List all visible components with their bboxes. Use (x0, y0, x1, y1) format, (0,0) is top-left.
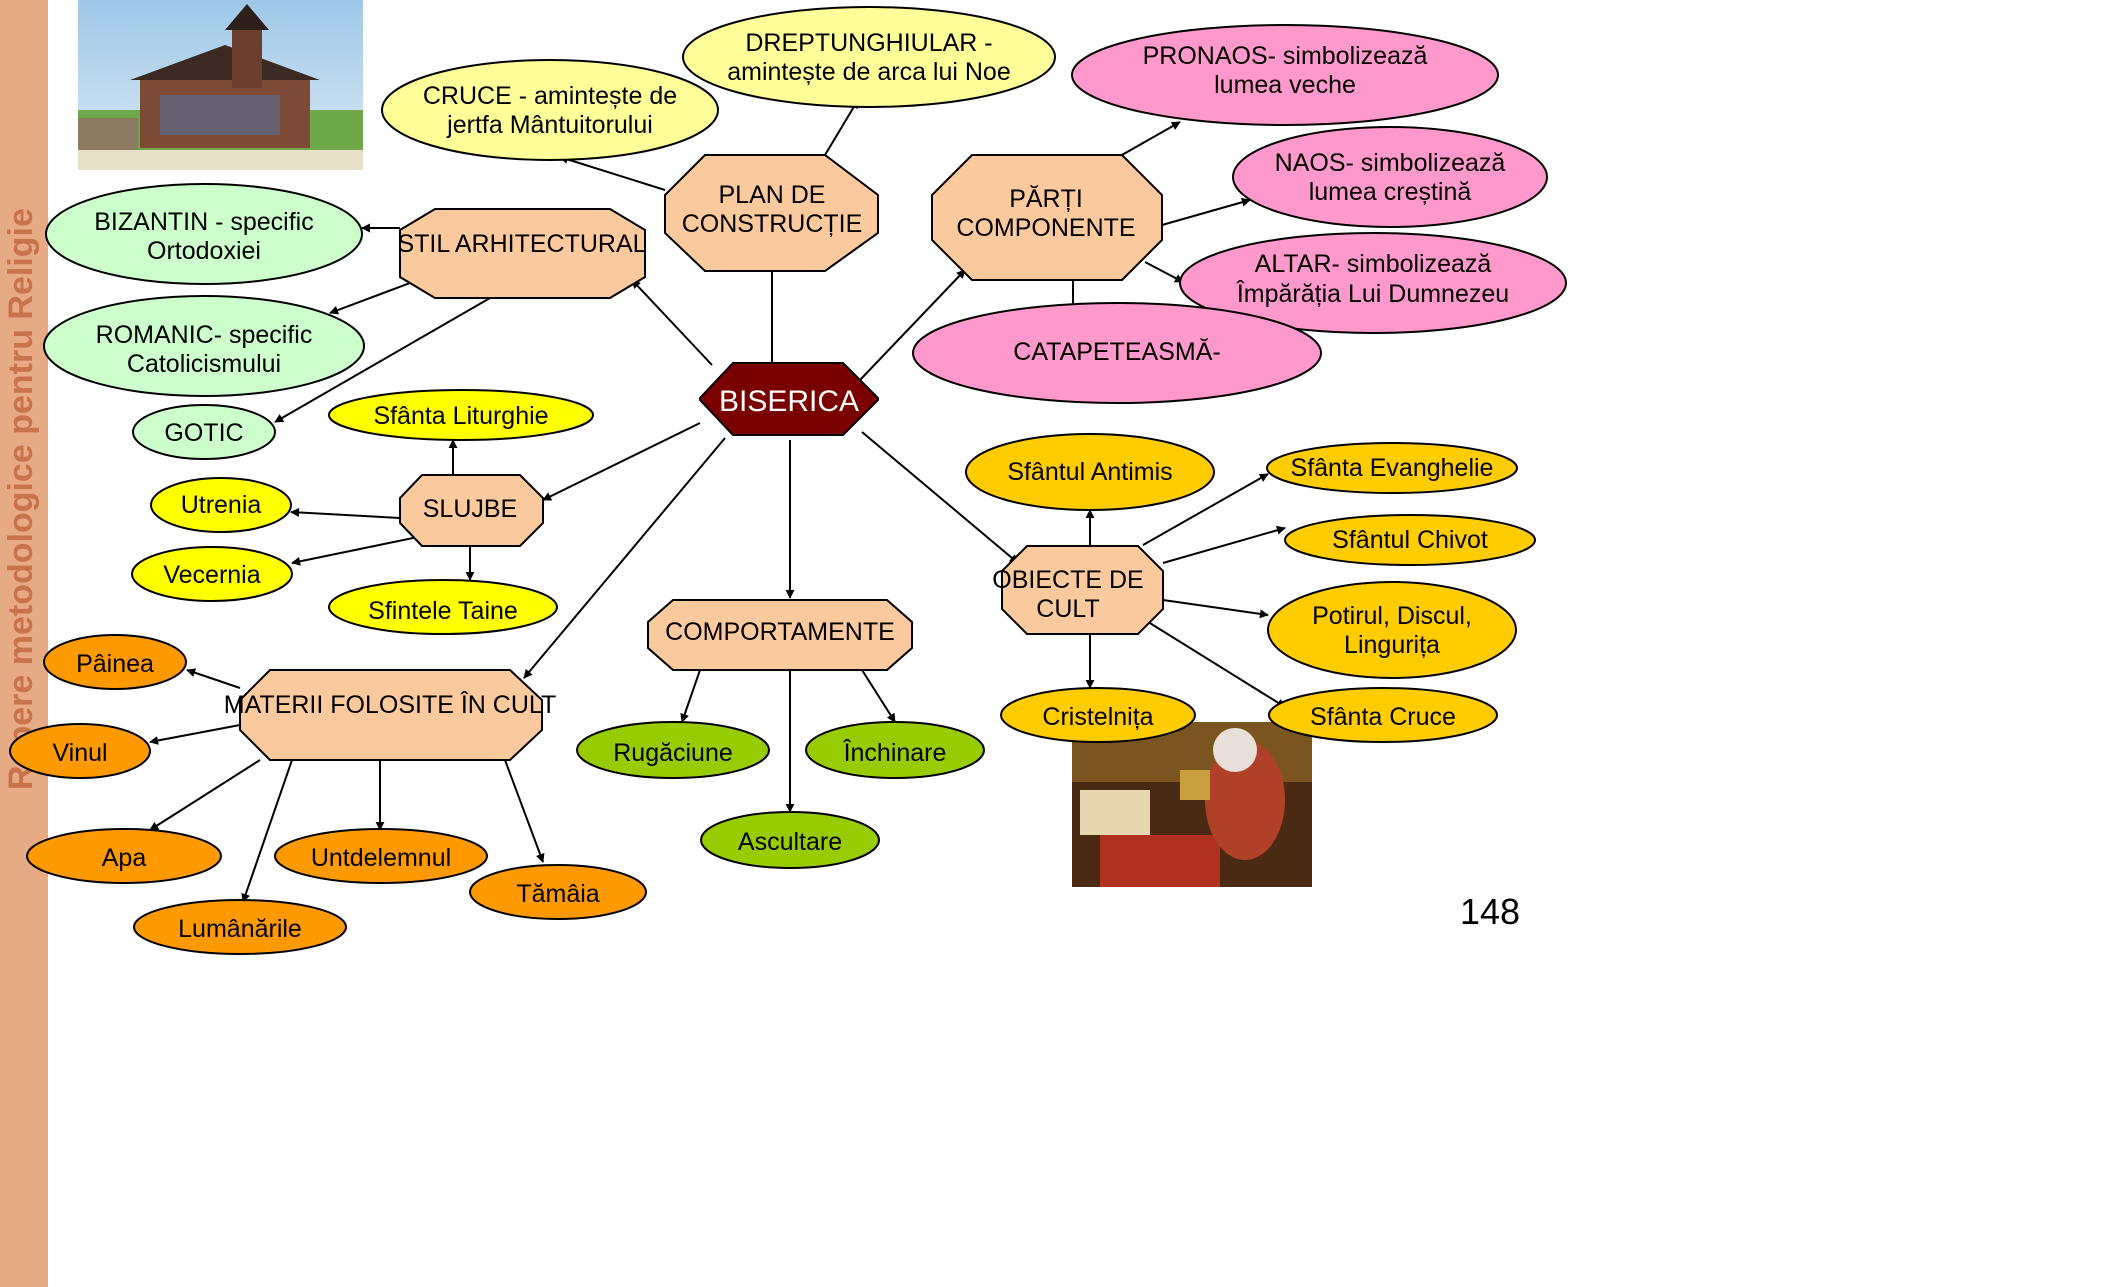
priest-photo (1072, 722, 1312, 887)
leaf-label: ALTAR- simbolizează (1255, 250, 1492, 278)
leaf-bizantin: BIZANTIN - specific Ortodoxiei (45, 183, 363, 285)
leaf-liturghie: Sfânta Liturghie (328, 389, 594, 441)
leaf-label: Ascultare (738, 828, 842, 856)
leaf-potir: Potirul, Discul, Lingurița (1267, 581, 1517, 679)
leaf-naos: NAOS- simbolizează lumea creștină (1232, 126, 1548, 228)
hub-comportamente: COMPORTAMENTE (647, 599, 913, 671)
leaf-label: Sfânta Liturghie (373, 402, 548, 430)
hub-slujbe: SLUJBE (399, 474, 544, 547)
leaf-label: GOTIC (164, 419, 243, 447)
leaf-altar: ALTAR- simbolizează Împărăția Lui Dumnez… (1179, 232, 1567, 334)
leaf-label: Sfânta Cruce (1310, 703, 1456, 731)
leaf-label: Vecernia (163, 561, 260, 589)
leaf-ascultare: Ascultare (700, 811, 880, 869)
leaf-evanghelie: Sfânta Evanghelie (1266, 442, 1518, 494)
leaf-label: Lingurița (1344, 631, 1440, 659)
leaf-label: Sfântul Antimis (1007, 458, 1172, 486)
leaf-label: Tămâia (516, 880, 599, 908)
hub-stil-arhitectural: STIL ARHITECTURAL (397, 208, 647, 299)
leaf-label: Pâinea (76, 650, 154, 678)
hub-label: PĂRȚI (1009, 184, 1083, 213)
leaf-rugaciune: Rugăciune (576, 721, 770, 779)
leaf-label: lumea creștină (1309, 178, 1472, 206)
hub-label: CULT (1036, 595, 1099, 623)
leaf-vecernia: Vecernia (131, 546, 293, 602)
leaf-label: Închinare (843, 738, 947, 767)
leaf-sfintele-taine: Sfintele Taine (328, 579, 558, 635)
leaf-label: CRUCE - amintește de (423, 82, 677, 110)
leaf-label: Împărăția Lui Dumnezeu (1236, 279, 1509, 308)
hub-parti-componente: PĂRȚI COMPONENTE (931, 154, 1163, 281)
leaf-cruce: CRUCE - amintește de jertfa Mântuitorulu… (381, 59, 719, 161)
connectors (149, 99, 1286, 903)
hub-materii-folosite: MATERII FOLOSITE ÎN CULT (224, 669, 556, 761)
leaf-sfanta-cruce: Sfânta Cruce (1268, 687, 1498, 743)
leaf-label: Sfântul Chivot (1332, 526, 1488, 554)
leaf-label: jertfa Mântuitorului (446, 111, 653, 139)
leaf-antimis: Sfântul Antimis (965, 433, 1215, 511)
leaf-romanic: ROMANIC- specific Catolicismului (43, 295, 365, 397)
hub-label: COMPONENTE (956, 214, 1135, 242)
leaf-dreptunghiular: DREPTUNGHIULAR - amintește de arca lui N… (682, 6, 1056, 108)
leaf-utrenia: Utrenia (150, 477, 292, 533)
leaf-label: Utrenia (181, 491, 262, 519)
leaf-cristelnita: Cristelnița (1000, 687, 1196, 743)
hub-label: COMPORTAMENTE (665, 618, 895, 646)
hub-label: SLUJBE (423, 495, 517, 523)
leaf-label: amintește de arca lui Noe (727, 58, 1010, 86)
leaf-label: BIZANTIN - specific (94, 208, 313, 236)
leaf-label: Lumânările (178, 915, 302, 943)
leaf-lumanarile: Lumânările (133, 899, 347, 955)
leaf-painea: Pâinea (43, 634, 187, 690)
leaf-tamaia: Tămâia (469, 864, 647, 920)
hub-plan-constructie: PLAN DE CONSTRUCȚIE (664, 154, 879, 272)
hub-label: OBIECTE DE (992, 566, 1143, 594)
leaf-inchinare: Închinare (805, 721, 985, 779)
leaf-apa: Apa (26, 828, 222, 884)
hub-label: CONSTRUCȚIE (682, 210, 863, 238)
leaf-label: lumea veche (1214, 71, 1356, 99)
leaf-label: Ortodoxiei (147, 237, 261, 265)
hub-label: MATERII FOLOSITE ÎN CULT (224, 690, 556, 719)
side-banner-text: Repere metodologice pentru Religie (2, 208, 40, 790)
side-banner: Repere metodologice pentru Religie (0, 0, 48, 1287)
leaf-chivot: Sfântul Chivot (1284, 514, 1536, 566)
leaf-label: Sfintele Taine (368, 597, 518, 625)
leaf-label: ROMANIC- specific (96, 321, 313, 349)
center-label: BISERICA (719, 385, 859, 418)
leaf-label: Potirul, Discul, (1312, 602, 1472, 630)
leaf-label: Rugăciune (613, 739, 733, 767)
page-number: 148 (1460, 891, 1520, 932)
leaf-label: PRONAOS- simbolizează (1143, 42, 1428, 70)
leaf-label: Untdelemnul (311, 844, 451, 872)
leaf-catapeteasma: CATAPETEASMĂ- (912, 302, 1322, 404)
leaf-vinul: Vinul (9, 723, 151, 779)
leaf-label: Apa (102, 844, 147, 872)
leaf-label: NAOS- simbolizează (1275, 149, 1506, 177)
hub-obiecte-de-cult: OBIECTE DE CULT (992, 545, 1164, 635)
hub-label: STIL ARHITECTURAL (397, 230, 646, 258)
center-node-biserica: BISERICA (699, 362, 879, 436)
leaf-label: CATAPETEASMĂ- (1013, 337, 1220, 366)
leaf-pronaos: PRONAOS- simbolizează lumea veche (1071, 24, 1499, 126)
leaf-label: Catolicismului (127, 350, 281, 378)
monastery-photo (78, 0, 363, 170)
leaf-gotic: GOTIC (132, 404, 276, 460)
leaf-label: Vinul (52, 739, 107, 767)
leaf-label: Cristelnița (1042, 703, 1153, 731)
leaf-untdelemnul: Untdelemnul (274, 828, 488, 884)
leaf-label: Sfânta Evanghelie (1291, 454, 1494, 482)
hub-label: PLAN DE (719, 181, 826, 209)
leaf-label: DREPTUNGHIULAR - (745, 29, 992, 57)
